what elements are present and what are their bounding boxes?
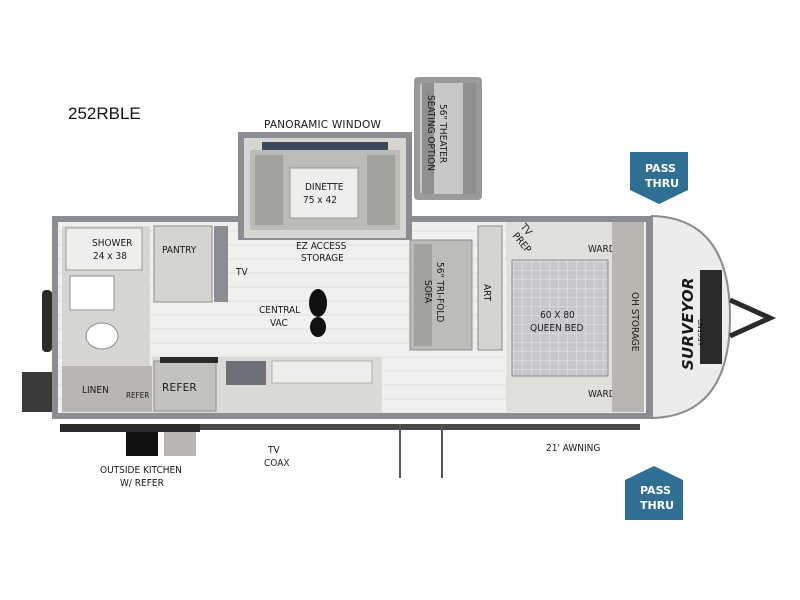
pass-thru-top-label-1: PASS — [645, 162, 676, 175]
model-name: 252RBLE — [68, 104, 141, 123]
tv-label: TV — [235, 267, 248, 278]
front-cap: SURVEYOR LEGEND — [651, 214, 732, 420]
sofa-label-2: SOFA — [422, 280, 433, 304]
shower-label-1: SHOWER — [92, 238, 132, 249]
outside-kitchen-label-2: W/ REFER — [120, 478, 164, 489]
shower-label-2: 24 x 38 — [93, 251, 127, 262]
outside-kitchen-refer — [126, 432, 158, 456]
tv-coax-label-1: TV — [267, 445, 280, 456]
dinette-label-2: 75 x 42 — [303, 195, 337, 206]
theater-label-2: SEATING OPTION — [425, 95, 436, 171]
brand-sub-label: LEGEND — [697, 319, 705, 345]
rear-ladder — [22, 372, 52, 412]
awning-bar — [200, 424, 640, 430]
panoramic-window-label: PANORAMIC WINDOW — [264, 119, 382, 131]
pass-thru-bottom-label-2: THRU — [640, 499, 674, 512]
tri-fold-sofa: 56" TRI-FOLD SOFA ART — [409, 225, 503, 351]
central-vac-label-1: CENTRAL — [259, 305, 300, 316]
theater-label-1: 56" THEATER — [437, 104, 448, 163]
brand-label: SURVEYOR — [679, 277, 697, 370]
ez-access-label-1: EZ ACCESS — [296, 241, 347, 252]
pass-thru-bottom: PASS THRU — [625, 466, 683, 520]
sofa-label-1: 56" TRI-FOLD — [434, 262, 445, 322]
outside-kitchen-label-1: OUTSIDE KITCHEN — [100, 465, 182, 476]
linen-label: LINEN — [82, 385, 109, 396]
pass-thru-top-label-2: THRU — [645, 177, 679, 190]
bed-label-1: 60 X 80 — [540, 310, 575, 321]
bed-label-2: QUEEN BED — [530, 323, 583, 334]
ward-bottom-label: WARD — [588, 389, 616, 400]
theater-seating-option: 56" THEATER SEATING OPTION — [414, 77, 482, 200]
pass-thru-bottom-label-1: PASS — [640, 484, 671, 497]
central-vac-label-2: VAC — [270, 318, 288, 329]
entry-steps — [399, 424, 443, 478]
outside-kitchen-counter — [164, 432, 196, 456]
art-label: ART — [481, 284, 492, 302]
tv-coax-label-2: COAX — [264, 458, 290, 469]
oh-storage-label: OH STORAGE — [629, 292, 640, 352]
rear-bumper — [42, 290, 52, 352]
pantry-label: PANTRY — [162, 245, 197, 256]
bedroom: 60 X 80 QUEEN BED WARD WARD TV PREP OH S… — [506, 221, 644, 412]
pass-thru-top: PASS THRU — [630, 152, 688, 204]
hitch — [728, 297, 777, 339]
outside-kitchen-bar — [60, 424, 200, 432]
ward-top-label: WARD — [588, 244, 616, 255]
refer-label: REFER — [162, 382, 197, 394]
kitchen-counter: REFER — [152, 357, 382, 413]
footprint-icon — [309, 289, 327, 337]
bathroom: SHOWER 24 x 38 LINEN REFER — [62, 226, 152, 412]
dinette-label-1: DINETTE — [305, 182, 344, 193]
awning-label: 21' AWNING — [546, 443, 600, 454]
refer-small-label: REFER — [126, 391, 149, 400]
pantry: PANTRY TV — [153, 225, 248, 303]
ez-access-label-2: STORAGE — [301, 253, 344, 264]
